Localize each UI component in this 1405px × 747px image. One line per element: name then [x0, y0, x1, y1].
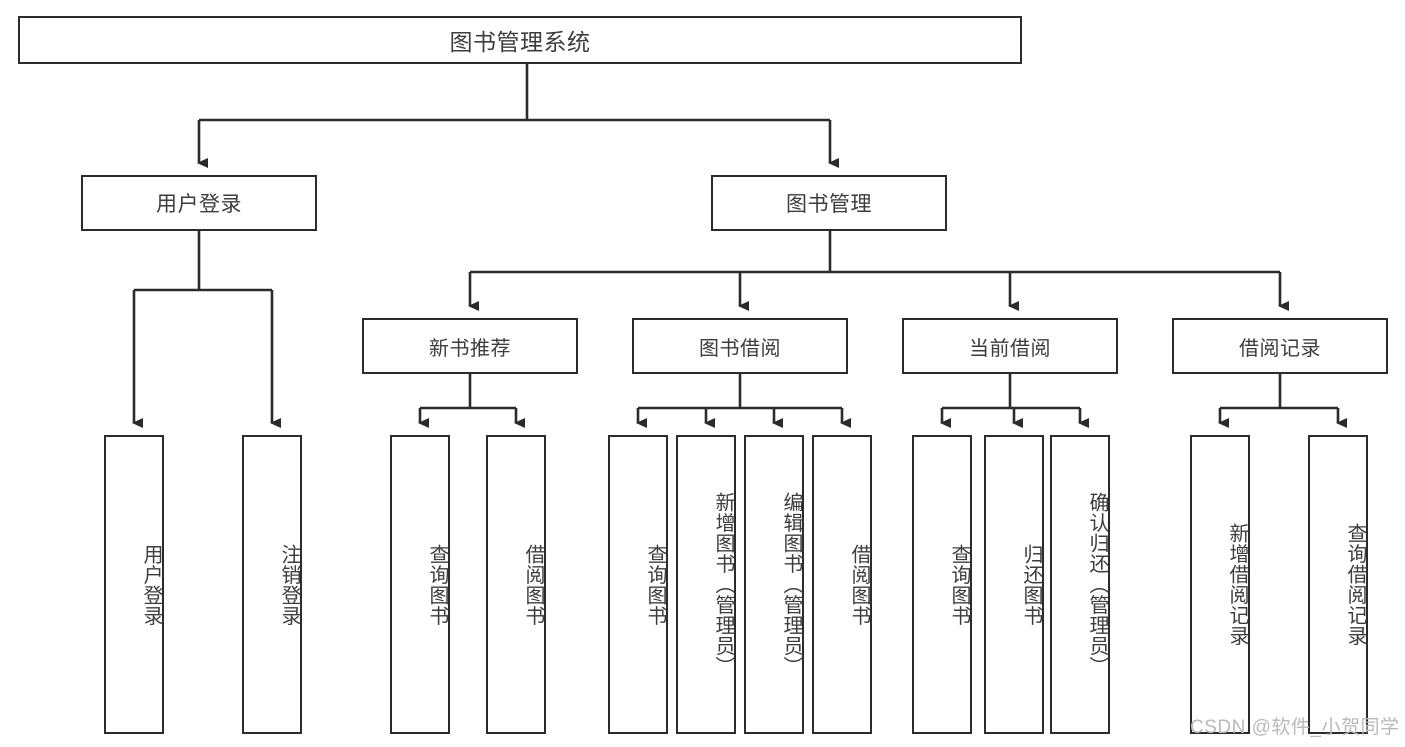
node-leaf-query-book-1[interactable]: 查询图书 — [390, 435, 450, 734]
node-book-borrowing[interactable]: 图书借阅 — [632, 318, 848, 374]
csdn-watermark: CSDN @软件_小贺同学 — [1190, 717, 1400, 738]
node-leaf-add-borrow-record[interactable]: 新增借阅记录 — [1190, 435, 1250, 734]
node-leaf-edit-book-admin[interactable]: 编辑图书（管理员） — [744, 435, 804, 734]
node-leaf-query-borrow-record[interactable]: 查询借阅记录 — [1308, 435, 1368, 734]
node-leaf-logout[interactable]: 注销登录 — [242, 435, 302, 734]
node-leaf-user-login[interactable]: 用户登录 — [104, 435, 164, 734]
node-new-book-recommendation[interactable]: 新书推荐 — [362, 318, 578, 374]
node-borrowing-record[interactable]: 借阅记录 — [1172, 318, 1388, 374]
node-leaf-query-book-3[interactable]: 查询图书 — [912, 435, 972, 734]
node-root[interactable]: 图书管理系统 — [18, 16, 1022, 64]
node-leaf-query-book-2[interactable]: 查询图书 — [608, 435, 668, 734]
node-leaf-add-book-admin[interactable]: 新增图书（管理员） — [676, 435, 736, 734]
node-leaf-borrow-book-1[interactable]: 借阅图书 — [486, 435, 546, 734]
node-leaf-borrow-book-2[interactable]: 借阅图书 — [812, 435, 872, 734]
node-current-borrowing[interactable]: 当前借阅 — [902, 318, 1118, 374]
node-leaf-confirm-return-admin[interactable]: 确认归还（管理员） — [1050, 435, 1110, 734]
node-user-login[interactable]: 用户登录 — [81, 175, 317, 231]
node-book-management[interactable]: 图书管理 — [711, 175, 947, 231]
node-leaf-return-book[interactable]: 归还图书 — [984, 435, 1044, 734]
